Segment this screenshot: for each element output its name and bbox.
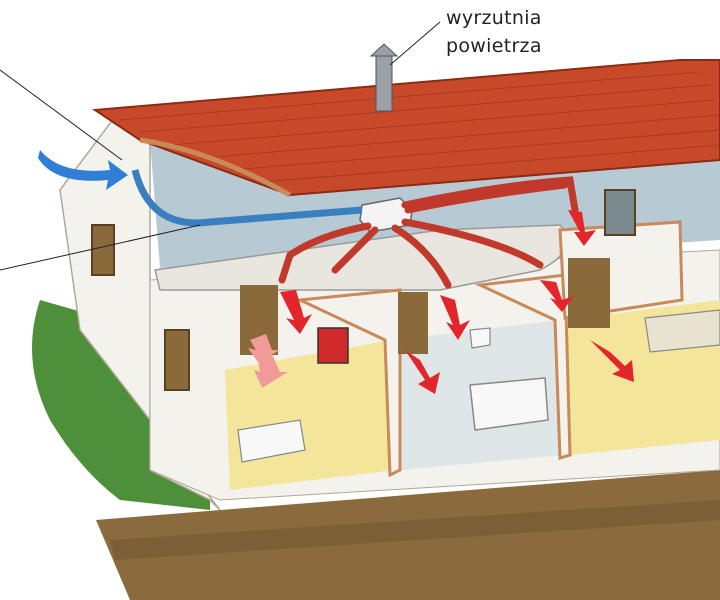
air-exhaust-label-line1: wyrzutnia [446,4,542,32]
callout-line-chimney [390,22,440,65]
door-right [568,258,610,328]
desk [645,310,720,352]
door-bath [398,292,428,354]
air-exhaust-label-line2: powietrza [446,32,542,60]
air-exhaust-label: wyrzutnia powietrza [446,4,542,60]
wall-picture [318,328,348,363]
bathtub [470,378,548,430]
sink [470,328,490,348]
window-gable [92,225,114,275]
window-front [165,330,189,390]
window-back [605,190,635,235]
